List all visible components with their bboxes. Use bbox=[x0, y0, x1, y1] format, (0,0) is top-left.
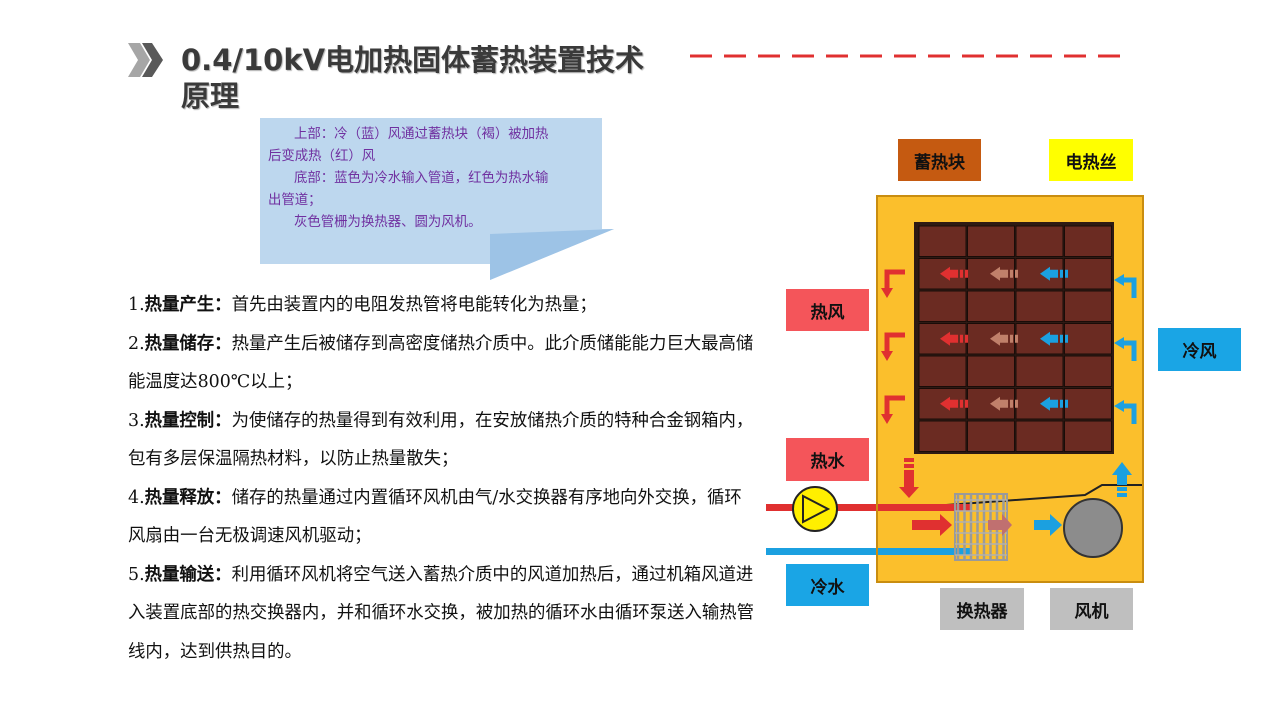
cold-air-up-arrow-icon bbox=[1114, 400, 1137, 424]
list-item: 2.热量储存：热量产生后被储存到高密度储热介质中。此介质储能能力巨大最高储能温度… bbox=[128, 325, 758, 402]
note-line: 灰色管栅为换热器、圆为风机。 bbox=[294, 215, 482, 230]
item-number: 1. bbox=[128, 295, 145, 315]
slide-title-line1: 0.4/10kV电加热固体蓄热装置技术 bbox=[181, 43, 645, 77]
cold-water-pipe bbox=[766, 548, 972, 555]
cold-air-up-arrow-icon bbox=[1114, 337, 1137, 361]
storage-brick bbox=[1015, 420, 1064, 452]
slide-title-line2: 原理 bbox=[181, 79, 240, 113]
hot-water-pipe bbox=[766, 504, 972, 511]
up-cold-air-arrow bbox=[1112, 462, 1132, 497]
principle-list: 1.热量产生：首先由装置内的电阻发热管将电能转化为热量； 2.热量储存：热量产生… bbox=[128, 286, 758, 671]
left-arrow-icon bbox=[940, 396, 968, 411]
hot-water-label: 热水 bbox=[786, 438, 869, 481]
storage-brick bbox=[967, 355, 1015, 387]
item-text: 热量产生后被储存到高密度储热介质中。此介质储能能力巨大最高储能温度达800℃以上… bbox=[128, 333, 754, 393]
storage-brick bbox=[1064, 420, 1112, 452]
storage-brick bbox=[918, 225, 967, 257]
storage-brick bbox=[1064, 323, 1112, 355]
left-arrow-icon bbox=[1040, 266, 1068, 281]
item-text: 利用循环风机将空气送入蓄热介质中的风道加热后，通过机箱风道进入装置底部的热交换器… bbox=[128, 564, 755, 662]
note-line: 上部：冷（蓝）风通过蓄热块（褐）被加热 bbox=[294, 127, 549, 142]
storage-brick bbox=[1064, 355, 1112, 387]
note-line: 底部：蓝色为冷水输入管道，红色为热水输 bbox=[294, 171, 549, 186]
left-arrow-icon bbox=[990, 266, 1018, 281]
storage-brick bbox=[967, 420, 1015, 452]
storage-brick bbox=[1064, 225, 1112, 257]
left-arrow-icon bbox=[940, 266, 968, 281]
item-heading: 热量储存： bbox=[144, 333, 232, 354]
heat-exchanger-label: 换热器 bbox=[940, 588, 1024, 630]
left-arrow-icon bbox=[990, 331, 1018, 346]
storage-brick bbox=[1064, 290, 1112, 322]
down-hot-air-arrow bbox=[899, 458, 919, 498]
item-text: 储存的热量通过内置循环风机由气/水交换器有序地向外交换，循环风扇由一台无极调速风… bbox=[128, 487, 742, 547]
item-number: 4. bbox=[128, 487, 145, 508]
storage-brick bbox=[1064, 258, 1112, 290]
storage-brick bbox=[967, 225, 1015, 257]
pump-circle bbox=[792, 486, 838, 532]
hot-air-down-arrow-icon bbox=[881, 332, 905, 361]
hot-air-label: 热风 bbox=[786, 289, 869, 331]
slide-title: 0.4/10kV电加热固体蓄热装置技术 原理 bbox=[181, 42, 681, 114]
brick-airflow-arrows bbox=[940, 266, 1068, 411]
cold-air-label: 冷风 bbox=[1158, 328, 1241, 371]
left-arrow-icon bbox=[990, 396, 1018, 411]
hot-air-down-arrow-icon bbox=[881, 395, 905, 424]
list-item: 5.热量输送：利用循环风机将空气送入蓄热介质中的风道加热后，通过机箱风道进入装置… bbox=[128, 556, 758, 672]
storage-brick bbox=[967, 290, 1015, 322]
note-line: 后变成热（红）风 bbox=[268, 149, 376, 164]
storage-brick bbox=[1064, 388, 1112, 420]
item-heading: 热量输送： bbox=[144, 564, 232, 585]
item-text: 为使储存的热量得到有效利用，在安放储热介质的特种合金钢箱内，包有多层保温隔热材料… bbox=[128, 410, 754, 470]
chevron-double-right-icon bbox=[128, 43, 163, 77]
list-item: 3.热量控制：为使储存的热量得到有效利用，在安放储热介质的特种合金钢箱内，包有多… bbox=[128, 402, 758, 479]
item-number: 2. bbox=[128, 333, 145, 354]
storage-brick bbox=[918, 290, 967, 322]
storage-brick bbox=[1015, 225, 1064, 257]
heat-exchanger-grid bbox=[954, 493, 1008, 561]
storage-brick bbox=[918, 420, 967, 452]
left-arrow-icon bbox=[1040, 396, 1068, 411]
storage-brick bbox=[918, 355, 967, 387]
left-arrow-icon bbox=[1040, 331, 1068, 346]
list-item: 1.热量产生：首先由装置内的电阻发热管将电能转化为热量； bbox=[128, 286, 758, 325]
list-item: 4.热量释放：储存的热量通过内置循环风机由气/水交换器有序地向外交换，循环风扇由… bbox=[128, 479, 758, 556]
storage-block-label: 蓄热块 bbox=[898, 139, 981, 181]
heating-wire-label: 电热丝 bbox=[1049, 139, 1133, 181]
side-airflow-arrows bbox=[881, 269, 1137, 424]
note-line: 出管道； bbox=[268, 193, 322, 208]
item-heading: 热量释放： bbox=[144, 487, 232, 508]
item-heading: 热量产生： bbox=[144, 295, 232, 315]
bottom-airflow-arrows bbox=[912, 514, 1062, 536]
fan-label: 风机 bbox=[1050, 588, 1133, 630]
item-heading: 热量控制： bbox=[144, 410, 232, 431]
title-dashed-line bbox=[690, 54, 1120, 58]
fan-circle bbox=[1063, 498, 1123, 558]
left-arrow-icon bbox=[940, 331, 968, 346]
cold-water-label: 冷水 bbox=[786, 564, 869, 606]
pump-arrow-icon bbox=[802, 494, 831, 524]
callout-note-text: 上部：冷（蓝）风通过蓄热块（褐）被加热 后变成热（红）风 底部：蓝色为冷水输入管… bbox=[268, 124, 606, 234]
storage-brick bbox=[1015, 355, 1064, 387]
hot-air-down-arrow-icon bbox=[881, 269, 905, 298]
item-text: 首先由装置内的电阻发热管将电能转化为热量； bbox=[231, 295, 597, 315]
item-number: 5. bbox=[128, 564, 145, 585]
callout-note-shape bbox=[260, 118, 614, 280]
storage-brick bbox=[1015, 290, 1064, 322]
item-number: 3. bbox=[128, 410, 145, 431]
cold-air-up-arrow-icon bbox=[1114, 274, 1137, 298]
